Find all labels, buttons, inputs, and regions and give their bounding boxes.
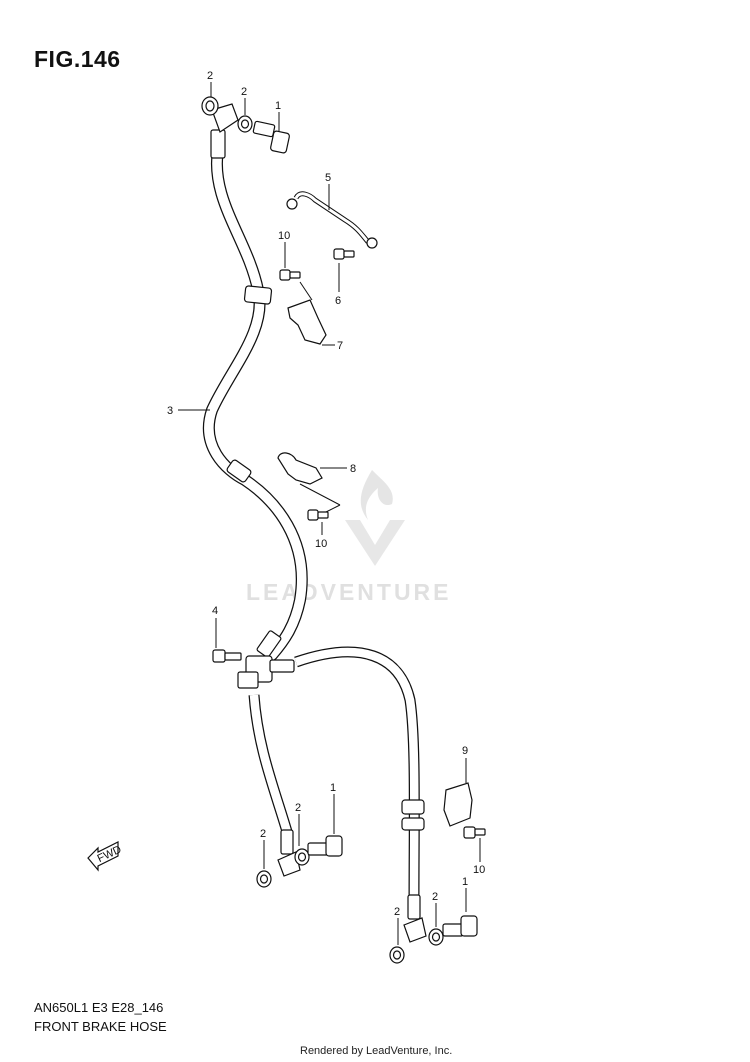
fwd-arrow: FWD — [87, 841, 124, 872]
callout-3: 3 — [167, 405, 173, 417]
footer-credit: Rendered by LeadVenture, Inc. — [300, 1045, 453, 1057]
callout-2: 2 — [260, 828, 266, 840]
right-lower-hose — [294, 646, 478, 964]
fwd-label: FWD — [96, 844, 124, 865]
model-code: AN650L1 E3 E28_146 — [34, 1000, 164, 1015]
figure-title: FIG.146 — [34, 46, 121, 72]
callout-1: 1 — [462, 876, 468, 888]
main-hose — [202, 103, 308, 661]
top-banjo-parts — [201, 96, 290, 154]
clamp-8 — [277, 452, 323, 485]
callout-1: 1 — [275, 100, 281, 112]
figure-caption: FRONT BRAKE HOSE — [34, 1019, 167, 1034]
joint-bolt — [212, 649, 242, 663]
middle-bolt — [307, 509, 329, 521]
callout-2: 2 — [394, 906, 400, 918]
callout-2: 2 — [295, 802, 301, 814]
callout-5: 5 — [325, 172, 331, 184]
callout-8: 8 — [350, 463, 356, 475]
watermark-logo: LEADVENTURE — [246, 470, 452, 605]
callout-2: 2 — [241, 86, 247, 98]
clamp-7 — [287, 299, 327, 345]
callout-4: 4 — [212, 605, 218, 617]
callout-10: 10 — [278, 230, 290, 242]
three-way-joint — [237, 655, 295, 689]
callout-9: 9 — [462, 745, 468, 757]
callout-10: 10 — [473, 864, 485, 876]
watermark-text: LEADVENTURE — [246, 579, 452, 605]
callout-numbers: 2 2 1 5 10 6 7 3 8 10 4 9 2 1 2 10 1 2 2 — [167, 70, 485, 918]
leader-lines — [178, 82, 481, 945]
clamp-9 — [443, 782, 486, 839]
upper-small-bolts — [279, 248, 355, 281]
callout-7: 7 — [337, 340, 343, 352]
callout-2: 2 — [207, 70, 213, 82]
callout-1: 1 — [330, 782, 336, 794]
callout-2: 2 — [432, 891, 438, 903]
callout-10: 10 — [315, 538, 327, 550]
callout-6: 6 — [335, 295, 341, 307]
brake-pipe — [286, 191, 378, 249]
left-lower-hose — [248, 694, 343, 888]
